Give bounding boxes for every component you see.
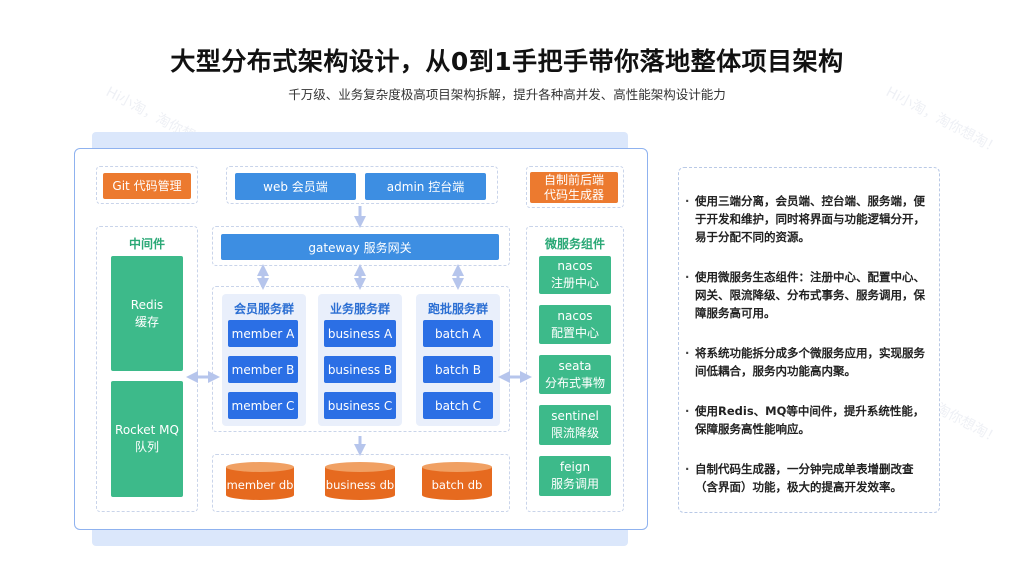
business-c-box: business C	[324, 392, 396, 419]
bullet-icon: ·	[685, 270, 690, 284]
middleware-title: 中间件	[128, 237, 165, 251]
redis-box: Redis 缓存	[111, 256, 183, 371]
git-box: Git 代码管理	[103, 173, 191, 199]
description-panel: · 使用三端分离，会员端、控台端、服务端，便于开发和维护，同时将界面与功能逻辑分…	[678, 167, 940, 513]
member-db-icon	[226, 462, 294, 500]
bullet-icon: ·	[685, 194, 690, 208]
description-item: · 使用Redis、MQ等中间件，提升系统性能，保障服务高性能响应。	[685, 404, 925, 436]
frontend-area	[226, 166, 498, 204]
gateway-box: gateway 服务网关	[221, 234, 499, 260]
member-db-label: member db	[226, 478, 294, 492]
generator-area	[526, 166, 624, 208]
admin-console-box: admin 控台端	[365, 173, 486, 200]
business-db-icon	[325, 462, 395, 500]
seata-box: seata 分布式事物	[539, 355, 611, 394]
business-b-box: business B	[324, 356, 396, 383]
batch-group-title: 跑批服务群	[427, 302, 488, 316]
code-generator-box: 自制前后端 代码生成器	[530, 172, 618, 203]
batch-db-label: batch db	[431, 478, 483, 492]
business-group-title: 业务服务群	[329, 302, 390, 316]
batch-b-box: batch B	[423, 356, 493, 383]
bullet-icon: ·	[685, 404, 690, 418]
description-item: · 将系统功能拆分成多个微服务应用，实现服务间低耦合，服务内功能高内聚。	[685, 346, 925, 378]
nacos-config-box: nacos 配置中心	[539, 305, 611, 344]
member-group-title: 会员服务群	[233, 302, 294, 316]
batch-a-box: batch A	[423, 320, 493, 347]
middleware-column	[96, 226, 198, 512]
description-item: · 使用微服务生态组件：注册中心、配置中心、网关、限流降级、分布式事务、服务调用…	[685, 270, 925, 320]
feign-box: feign 服务调用	[539, 456, 611, 496]
batch-c-box: batch C	[423, 392, 493, 419]
batch-db-icon	[422, 462, 492, 500]
page-subtitle: 千万级、业务复杂度极高项目架构拆解，提升各种高并发、高性能架构设计能力	[288, 87, 726, 102]
description-item: · 使用三端分离，会员端、控台端、服务端，便于开发和维护，同时将界面与功能逻辑分…	[685, 194, 925, 244]
rocketmq-box: Rocket MQ 队列	[111, 381, 183, 497]
member-b-box: member B	[228, 356, 298, 383]
sentinel-box: sentinel 限流降级	[539, 405, 611, 445]
microservice-column	[526, 226, 624, 512]
business-db-label: business db	[325, 478, 395, 492]
member-a-box: member A	[228, 320, 298, 347]
bullet-icon: ·	[685, 462, 690, 476]
nacos-registry-box: nacos 注册中心	[539, 256, 611, 294]
git-area	[96, 166, 198, 204]
microservice-title: 微服务组件	[544, 237, 605, 251]
web-member-box: web 会员端	[235, 173, 356, 200]
description-item: · 自制代码生成器，一分钟完成单表增删改查（含界面）功能，极大的提高开发效率。	[685, 462, 914, 494]
page-title: 大型分布式架构设计，从0到1手把手带你落地整体项目架构	[170, 47, 844, 76]
bullet-icon: ·	[685, 346, 690, 360]
member-c-box: member C	[228, 392, 298, 419]
business-a-box: business A	[324, 320, 396, 347]
database-cylinders	[226, 462, 492, 500]
